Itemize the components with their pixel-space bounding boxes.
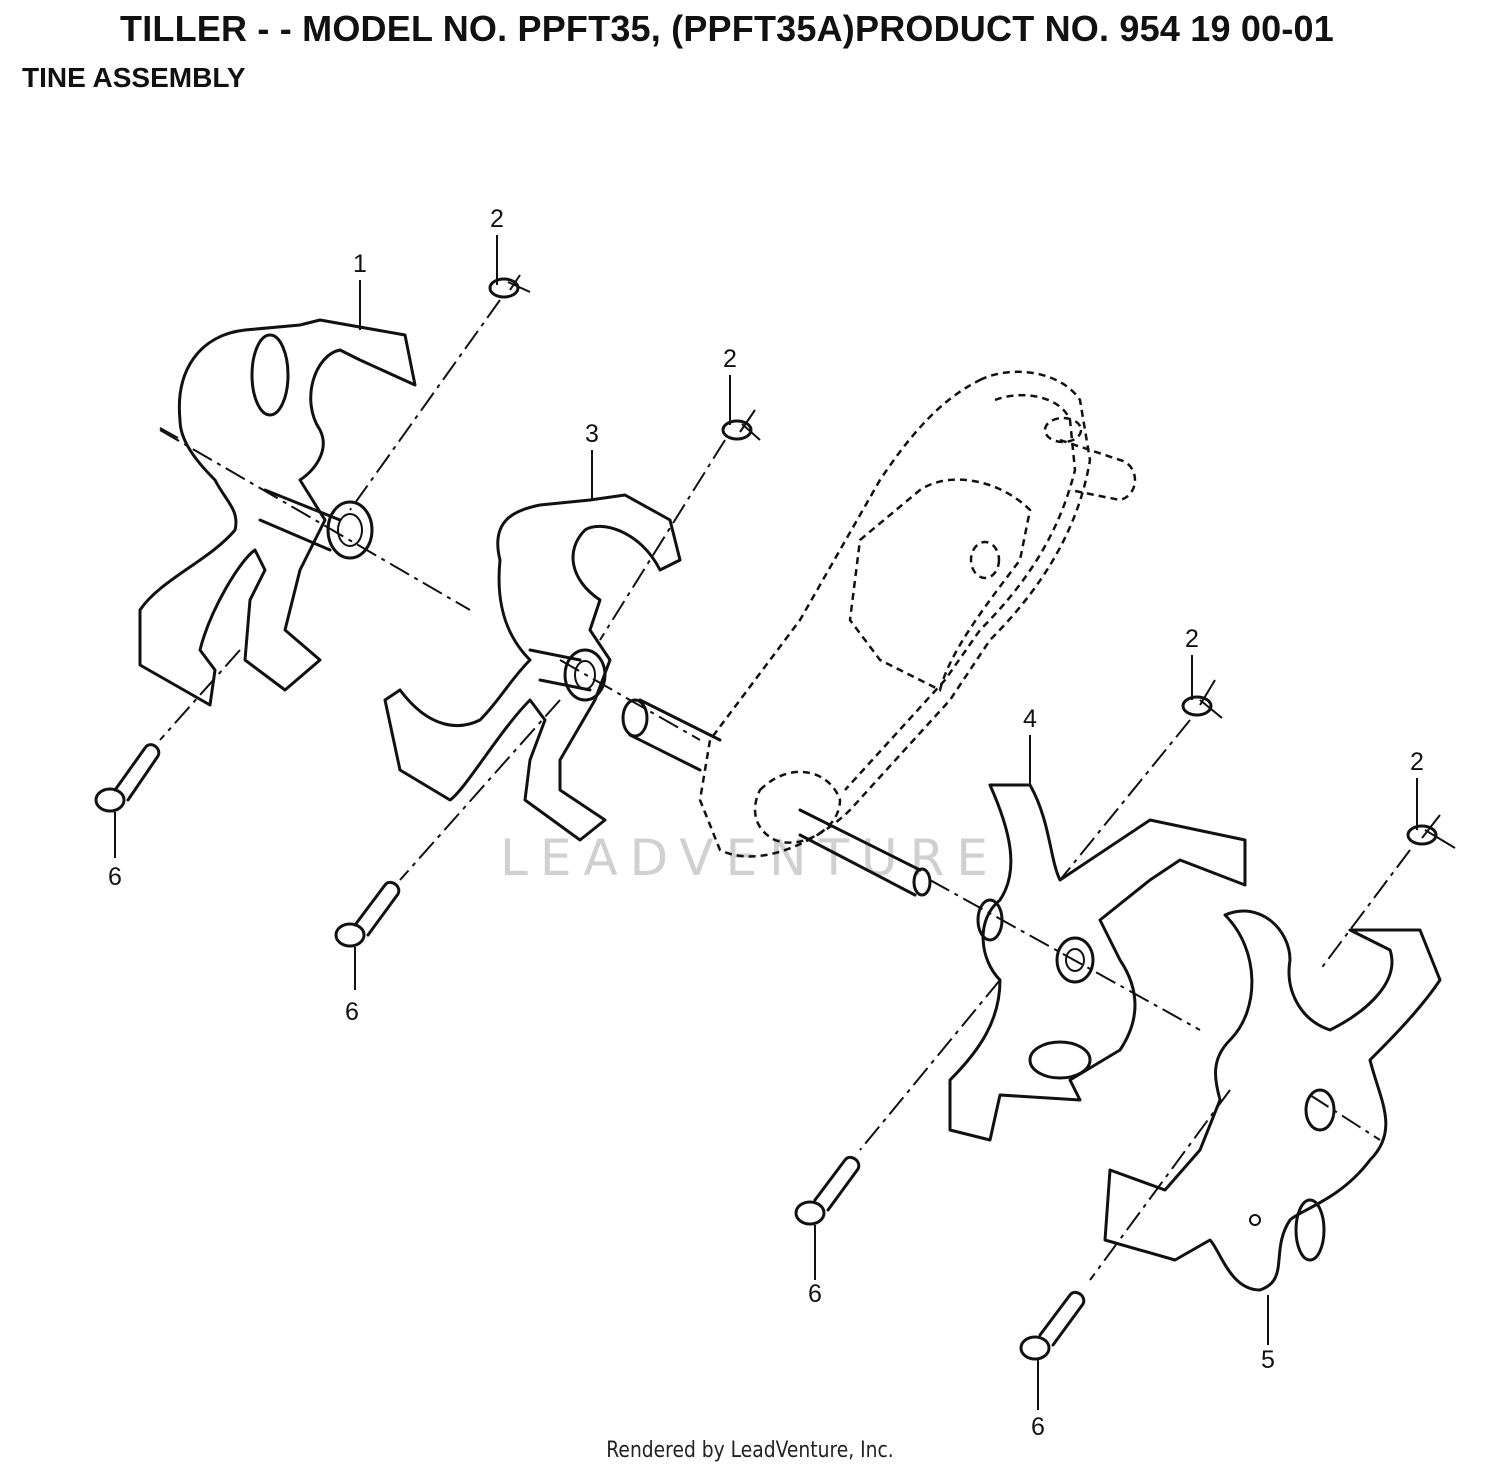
callout-3: 3 [585,420,599,448]
hairpin-clip-3 [1181,679,1223,719]
callout-2-clip-3: 2 [1185,625,1199,653]
footer-credit: Rendered by LeadVenture, Inc. [606,1438,894,1463]
callout-1: 1 [353,250,367,278]
clevis-pin-2 [334,880,401,948]
callout-6-pin-2: 6 [345,998,359,1026]
callout-6-pin-3: 6 [808,1280,822,1308]
clevis-pin-3 [794,1155,861,1226]
callout-6-pin-4: 6 [1031,1413,1045,1441]
hairpin-clip-2 [721,409,761,441]
callout-2-clip-1: 2 [490,205,504,233]
callout-5: 5 [1261,1346,1275,1374]
guide-lines [159,299,1411,1281]
callout-2-clip-4: 2 [1410,748,1424,776]
page-title: TILLER - - MODEL NO. PPFT35, (PPFT35A)PR… [120,8,1334,49]
tine-left-outer [138,318,417,707]
hairpin-clip-4 [1406,814,1456,849]
leader-lines [114,235,1418,1410]
axle-shaft [621,698,932,897]
gearbox-housing [698,370,1137,858]
hairpin-clip-1 [488,274,531,299]
tine-right-outer [1103,909,1442,1292]
section-title: TINE ASSEMBLY [22,62,246,93]
clevis-pin-1 [94,743,161,813]
center-axis-line [159,429,1381,1141]
clevis-pin-4 [1019,1290,1086,1361]
tine-left-inner [383,493,682,842]
callout-4: 4 [1023,705,1037,733]
callout-6-pin-1: 6 [108,863,122,891]
callout-2-clip-2: 2 [723,345,737,373]
